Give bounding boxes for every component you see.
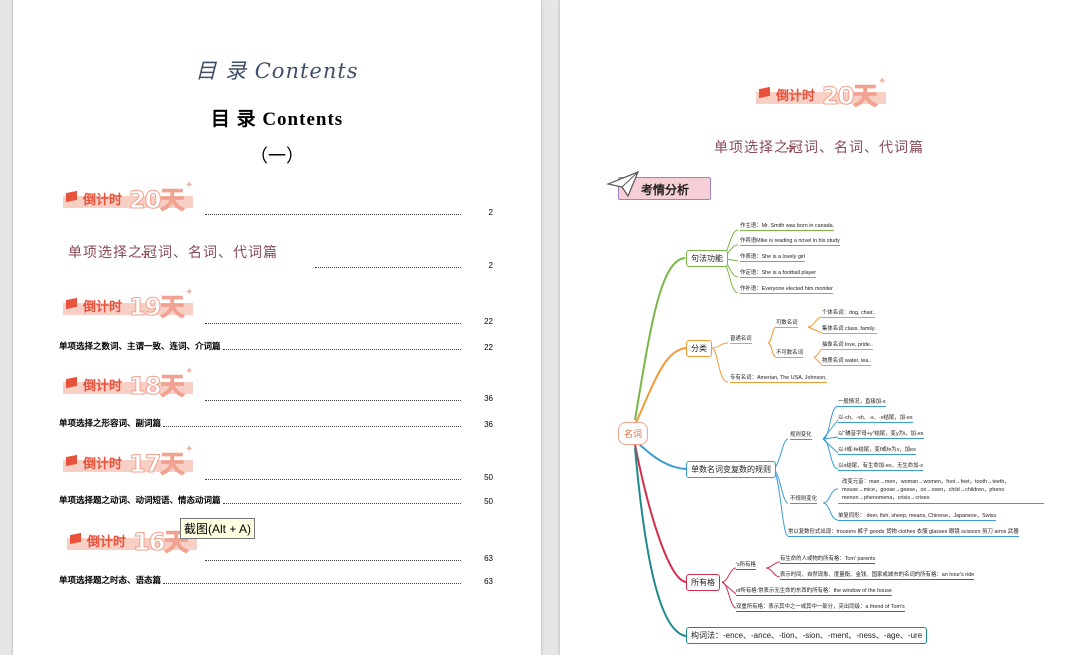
mindmap-root[interactable]: 名词 [618, 422, 649, 445]
mindmap-leaf-line: menon→phenomena，crisis→crises [842, 495, 930, 501]
sparkle-icon: ✦ [185, 444, 194, 455]
mindmap-leaf: 's所有格 [736, 562, 756, 570]
countdown-banner-17: 倒计时 17天 ✦ [63, 444, 203, 479]
mindmap-leaf: 作表语：She is a lovely girl [740, 254, 806, 262]
paper-plane-icon [606, 170, 640, 198]
mindmap-leaf: 不可数名词 [776, 350, 803, 358]
mindmap-node-plural[interactable]: 单数名词变复数的规则 [686, 461, 776, 478]
toc-part: （一） [250, 146, 304, 166]
content-page: 倒计时 20天 ✦ 单项选择之冠词、名词、代词篇 ✣ 考情分析 [560, 0, 1091, 655]
screenshot-tooltip: 截图(Alt + A) [180, 518, 256, 539]
mindmap-leaf: 作宾语Mike is reading a novel in his study [740, 238, 840, 246]
mindmap-leaf: 作补语：Everyone elected him moniter [740, 286, 833, 294]
mindmap-leaf: 以“辅音字母+y”结尾，变y为i，加-es [838, 431, 924, 439]
mindmap-leaf: 作主语：Mr. Smith was born in canada. [740, 223, 835, 231]
mindmap-leaf: 不规则变化 [790, 496, 817, 504]
sparkle-icon: ✦ [185, 180, 194, 191]
mindmap-leaf: 单复同形： deer, fish, sheep, means, Chinese，… [838, 513, 997, 521]
mindmap-node-syntax[interactable]: 句法功能 [686, 250, 728, 267]
mindmap-leaf: 以o结尾，有生命加-es，无生命加-s [838, 463, 924, 471]
mindmap-leaf: 专有名词：Amerian, The USA, Johnson, [730, 375, 827, 383]
sparkle-icon: ✦ [185, 287, 194, 298]
toc-entry[interactable]: 2 [313, 261, 493, 270]
sparkle-icon: ✦ [185, 366, 194, 377]
toc-entry-title-handwritten[interactable]: 单项选择之冠词、名词、代词篇 [68, 245, 278, 261]
mindmap-leaf: 常以复数形式出现：trousers 裤子 goods 货物 clothes 衣服… [788, 529, 1019, 537]
toc-title-script: 目 录 Contents [195, 59, 359, 83]
mindmap-leaf-line: mouse→mice，goose→geese，ox→oxen，child→chi… [842, 487, 1005, 493]
mindmap-leaf: 抽象名词 love, pride.. [822, 342, 873, 350]
toc-entry[interactable]: 36 [203, 394, 493, 403]
mindmap-node-category[interactable]: 分类 [686, 340, 712, 357]
countdown-banner-20: 倒计时 20天 ✦ [63, 180, 203, 215]
toc-title: 目 录 Contents [210, 109, 344, 130]
mindmap-leaf: 以-f或-fe结尾，变f或fe为v，加es [838, 447, 916, 455]
mindmap-underline [838, 503, 1044, 504]
chapter-subtitle: 单项选择之冠词、名词、代词篇 [714, 140, 924, 156]
mindmap-leaf: 以-ch、-sh、-s、-x结尾，加-es [838, 415, 913, 423]
mindmap-leaf: 表示时间、自然现象、度量衡、金钱、国家或城市的名词的所有格：an hour's … [780, 572, 975, 580]
countdown-banner-18: 倒计时 18天 ✦ [63, 366, 203, 401]
mindmap-leaf: 物质名词 water, tea.. [822, 358, 872, 366]
countdown-banner: 倒计时 20天 ✦ [756, 76, 896, 111]
mindmap-leaf: of所有格:常表示无生命的东西的所有格：the window of the ho… [736, 588, 892, 596]
mindmap-leaf: 规则变化 [790, 432, 812, 440]
mindmap-leaf: 作定语：She is a football player [740, 270, 817, 278]
countdown-banner-16: 倒计时 16天 ✦ [67, 522, 207, 557]
mindmap-node-word-formation[interactable]: 构词法：-ence、-ance、-tion、-sion、-ment、-ness、… [686, 627, 928, 644]
countdown-banner-19: 倒计时 19天 ✦ [63, 287, 203, 322]
mindmap-leaf: 可数名词 [776, 320, 798, 328]
toc-entry[interactable]: 2 [203, 208, 493, 217]
mindmap-leaf: 普通名词 [730, 336, 752, 344]
cursor-icon: ✣ [141, 250, 150, 261]
toc-page: 目 录 Contents 目 录 Contents （一） 倒计时 20天 ✦ … [13, 0, 541, 655]
mindmap-leaf: 有生命的人或物的所有格：Tom' parents [780, 556, 876, 564]
toc-entry[interactable]: 63 [203, 554, 493, 563]
mindmap-leaf-line: 改变元音：man→men，woman→women，foot→feet，tooth… [842, 479, 1010, 485]
mindmap-leaf: 集体名词 class, family.. [822, 326, 878, 334]
mindmap-node-possessive[interactable]: 所有格 [686, 574, 720, 591]
sparkle-icon: ✦ [878, 76, 887, 87]
toc-entry[interactable]: 22 [203, 317, 493, 326]
mindmap-leaf: 双重所有格：表示其中之一或其中一部分，突出同级：a friend of Tom'… [736, 604, 905, 612]
mindmap-leaf: 个体名词：dog, chair.. [822, 310, 876, 318]
cursor-icon: ✣ [786, 144, 795, 155]
toc-entry[interactable]: 50 [203, 473, 493, 482]
mindmap-leaf: 一般情况，直接加-s [838, 399, 886, 407]
section-title-box: 考情分析 [618, 177, 711, 200]
